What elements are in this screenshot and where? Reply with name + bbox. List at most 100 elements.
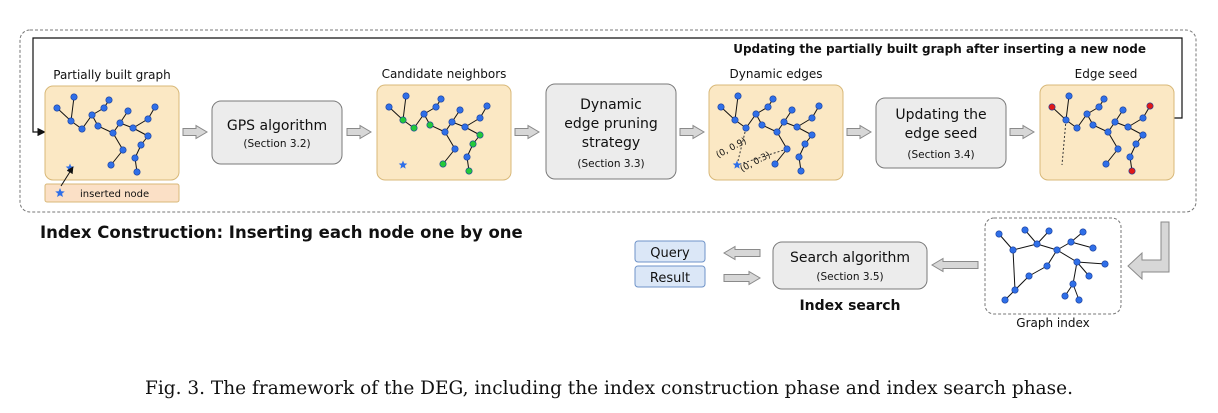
graph-edge: [1076, 261, 1106, 265]
inserted-node-star-icon: [398, 160, 408, 169]
svg-text:Updating the: Updating the: [895, 107, 986, 123]
graph-edge: [1065, 95, 1070, 121]
graph-node: [465, 167, 473, 175]
graph-node: [1001, 296, 1009, 304]
construction-phase-frame: [19, 29, 1197, 213]
graph-node: [771, 160, 779, 168]
flow-arrow: [182, 124, 208, 140]
graph-node: [476, 114, 484, 122]
graph-node: [1083, 110, 1091, 118]
graph-node: [107, 161, 115, 169]
flow-arrows: [182, 124, 1035, 286]
graph-node: [88, 111, 96, 119]
flow-arrow: [723, 245, 761, 261]
graph-node: [1100, 95, 1108, 103]
graph-node: [385, 103, 393, 111]
graph-node: [783, 145, 791, 153]
graph-node: [808, 114, 816, 122]
inserted-node-star-icon: [732, 160, 742, 169]
svg-text:GPS algorithm: GPS algorithm: [227, 118, 327, 134]
svg-text:Query: Query: [650, 246, 690, 261]
graph-node: [1128, 167, 1136, 175]
graph-node: [399, 116, 407, 124]
graph-edge-seed: [1048, 92, 1154, 175]
bent-arrow-to-index: [1127, 221, 1170, 281]
graph-node: [1139, 114, 1147, 122]
graph-edge: [1056, 249, 1078, 263]
query-box: Query: [634, 240, 706, 263]
graph-node: [137, 141, 145, 149]
svg-text:Search algorithm: Search algorithm: [790, 250, 910, 266]
graph-node: [476, 131, 484, 139]
graph-node: [1067, 238, 1075, 246]
svg-text:inserted node: inserted node: [80, 189, 149, 200]
panel-label-dynamic: Dynamic edges: [730, 67, 823, 81]
graph-node: [793, 123, 801, 131]
graph-edge: [402, 95, 407, 121]
graph-node: [70, 93, 78, 101]
graph-node: [764, 103, 772, 111]
graph-node: [1104, 128, 1112, 136]
graph-edge: [734, 95, 739, 121]
graph-node: [742, 124, 750, 132]
dynamic-edge: [736, 148, 788, 166]
step-dynamic-pruning: Dynamic edge pruning strategy (Section 3…: [545, 83, 677, 180]
panel-partial-graph: [44, 85, 180, 181]
flow-arrow: [514, 124, 540, 140]
graph-node: [1073, 124, 1081, 132]
graph-node: [808, 131, 816, 139]
graph-node: [432, 103, 440, 111]
graph-node: [769, 95, 777, 103]
construction-phase-title: Index Construction: Inserting each node …: [40, 223, 523, 242]
graph-node: [717, 103, 725, 111]
graph-node: [1146, 102, 1154, 110]
graph-node: [151, 103, 159, 111]
graph-node: [144, 132, 152, 140]
graph-node: [119, 146, 127, 154]
graph-node: [426, 121, 434, 129]
graph-edge: [1012, 243, 1038, 251]
graph-node: [1119, 106, 1127, 114]
graph-node: [1073, 258, 1081, 266]
svg-text:Dynamic: Dynamic: [580, 97, 642, 113]
step-gps-algorithm: GPS algorithm (Section 3.2): [211, 100, 343, 165]
graph-node: [795, 153, 803, 161]
flow-arrow: [1009, 124, 1035, 140]
graph-node: [1102, 160, 1110, 168]
legend-pointer: [60, 166, 74, 187]
graph-node: [797, 167, 805, 175]
graph-node: [1079, 228, 1087, 236]
flow-arrow: [346, 124, 372, 140]
graph-node: [752, 110, 760, 118]
graph-node: [402, 92, 410, 100]
graph-node: [1114, 145, 1122, 153]
graph-node: [1085, 272, 1093, 280]
graph-node: [1021, 226, 1029, 234]
graph-node: [1048, 103, 1056, 111]
svg-text:edge pruning: edge pruning: [564, 116, 658, 132]
graph-node: [105, 96, 113, 104]
feedback-loop-line: [32, 37, 1183, 137]
graph-node: [1111, 118, 1119, 126]
graph-node: [131, 154, 139, 162]
step-search-algorithm: Search algorithm (Section 3.5): [772, 241, 928, 290]
svg-text:(Section 3.2): (Section 3.2): [243, 138, 310, 150]
graph-node: [129, 124, 137, 132]
graph-node: [1132, 140, 1140, 148]
graph-node: [734, 92, 742, 100]
graph-node: [1124, 123, 1132, 131]
graph-node: [116, 119, 124, 127]
figure-caption: Fig. 3. The framework of the DEG, includ…: [145, 378, 1073, 399]
graph-node: [53, 104, 61, 112]
graph-node: [1089, 244, 1097, 252]
graph-node: [1053, 246, 1061, 254]
graph-node: [1025, 272, 1033, 280]
graph-node: [780, 118, 788, 126]
graph-edge: [1012, 249, 1016, 291]
graph-index: [995, 226, 1109, 304]
flow-arrow: [931, 257, 979, 273]
graph-node: [1101, 260, 1109, 268]
graph-node: [67, 117, 75, 125]
flow-arrow: [679, 124, 705, 140]
graph-node: [1065, 92, 1073, 100]
